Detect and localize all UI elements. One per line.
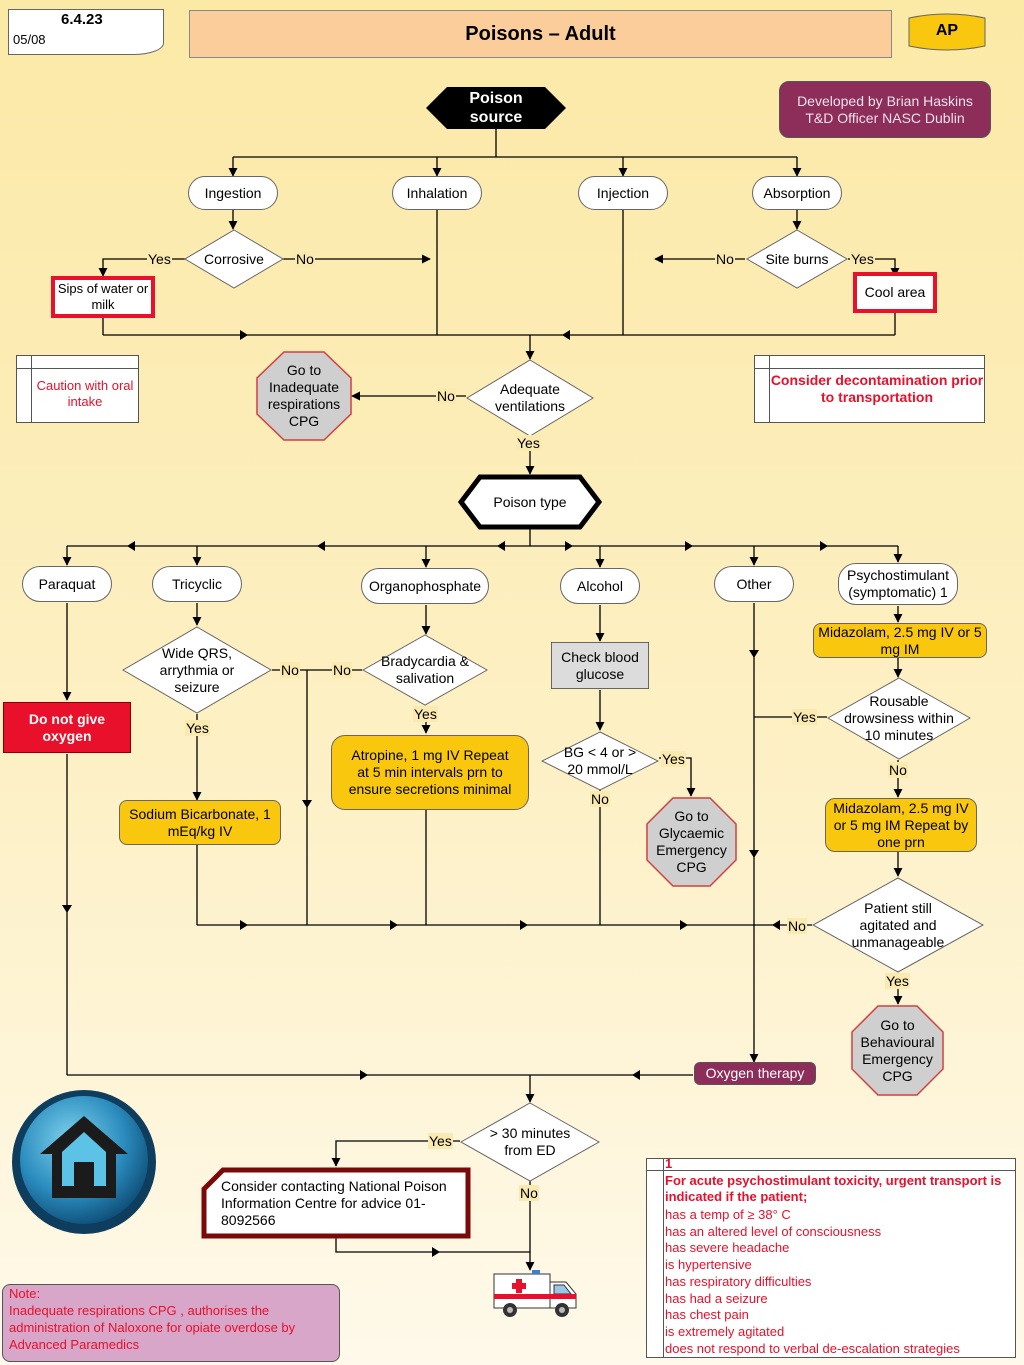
caution-note: Caution with oral intake xyxy=(16,355,139,423)
no-oxygen-warning: Do not give oxygen xyxy=(3,702,131,753)
corrosive-no: No xyxy=(295,251,315,267)
decontam-note: Consider decontamination prior to transp… xyxy=(754,355,985,423)
glycaemic-cpg-label: Go to Glycaemic Emergency CPG xyxy=(656,808,727,875)
doc-code-box: 6.4.23 05/08 xyxy=(8,9,164,55)
inhalation-node: Inhalation xyxy=(392,176,482,210)
rousable-decision: Rousable drowsiness within 10 minutes xyxy=(826,677,972,760)
thirty-minutes-decision: > 30 minutes from ED xyxy=(459,1102,601,1182)
bradycardia-label: Bradycardia & salivation xyxy=(381,653,469,686)
bg-decision-label: BG < 4 or > 20 mmol/L xyxy=(563,744,637,777)
bradycardia-decision: Bradycardia & salivation xyxy=(361,634,489,706)
thirty-no: No xyxy=(519,1185,539,1201)
home-button[interactable] xyxy=(10,1088,158,1240)
sips-box: Sips of water or milk xyxy=(51,276,155,318)
adequate-ventilations-label: Adequate ventilations xyxy=(494,381,566,414)
inadequate-cpg-stop[interactable]: Go to Inadequate respirations CPG xyxy=(256,351,352,441)
poison-type-label: Poison type xyxy=(493,493,567,510)
doc-date: 05/08 xyxy=(13,32,46,47)
check-bg-box: Check blood glucose xyxy=(551,642,649,689)
footnote-item: is hypertensive xyxy=(665,1257,752,1273)
cool-area-box: Cool area xyxy=(853,272,937,313)
rousable-label: Rousable drowsiness within 10 minutes xyxy=(844,693,954,743)
page-title: Poisons – Adult xyxy=(189,10,892,58)
injection-node: Injection xyxy=(578,176,668,210)
oxygen-therapy-box: Oxygen therapy xyxy=(694,1062,816,1085)
corrosive-label: Corrosive xyxy=(204,250,264,267)
behavioural-cpg-label: Go to Behavioural Emergency CPG xyxy=(860,1016,935,1084)
footnote-item: has severe headache xyxy=(665,1240,790,1256)
wide-qrs-label: Wide QRS, arrythmia or seizure xyxy=(159,644,235,695)
poison-centre-box: Consider contacting National Poison Info… xyxy=(201,1167,471,1239)
note-text: Inadequate respirations CPG , authorises… xyxy=(9,1303,296,1352)
poison-centre-text: Consider contacting National Poison Info… xyxy=(221,1178,447,1228)
behavioural-cpg-stop[interactable]: Go to Behavioural Emergency CPG xyxy=(851,1005,944,1096)
footnote-heading: For acute psychostimulant toxicity, urge… xyxy=(665,1173,1002,1204)
wide-qrs-decision: Wide QRS, arrythmia or seizure xyxy=(122,626,272,714)
footnote-item: has an altered level of consciousness xyxy=(665,1223,882,1239)
bg-decision: BG < 4 or > 20 mmol/L xyxy=(540,731,660,791)
wide-qrs-no: No xyxy=(280,662,300,678)
tricyclic-node: Tricyclic xyxy=(152,566,242,602)
footnote-item: is extremely agitated xyxy=(665,1323,785,1339)
sodium-bicarb-box: Sodium Bicarbonate, 1 mEq/kg IV xyxy=(119,800,281,845)
ingestion-node: Ingestion xyxy=(188,176,278,210)
still-agitated-label: Patient still agitated and unmanageable xyxy=(851,899,945,950)
caution-text: Caution with oral intake xyxy=(36,378,134,409)
poison-source-node: Poison source xyxy=(425,86,567,130)
site-burns-yes: Yes xyxy=(850,251,875,267)
credit-box: Developed by Brian Haskins T&D Officer N… xyxy=(779,81,991,138)
doc-code: 6.4.23 xyxy=(61,11,103,28)
thirty-minutes-label: > 30 minutes from ED xyxy=(489,1125,571,1158)
still-agitated-decision: Patient still agitated and unmanageable xyxy=(811,877,985,973)
footnote-item: does not respond to verbal de-escalation… xyxy=(665,1340,960,1356)
adequate-no: No xyxy=(436,388,456,404)
bradycardia-yes: Yes xyxy=(413,706,438,722)
atropine-box: Atropine, 1 mg IV Repeat at 5 min interv… xyxy=(331,735,529,810)
corrosive-yes: Yes xyxy=(147,251,172,267)
footnote-item: has had a seizure xyxy=(665,1290,768,1306)
decontam-text: Consider decontamination prior to transp… xyxy=(770,372,984,405)
ambulance-icon xyxy=(492,1268,580,1320)
psychostimulant-node: Psychostimulant (symptomatic) 1 xyxy=(838,563,958,605)
bradycardia-no: No xyxy=(332,662,352,678)
ap-badge: AP xyxy=(907,12,987,52)
paraquat-node: Paraquat xyxy=(22,566,112,602)
site-burns-decision: Site burns xyxy=(746,229,848,289)
poison-source-label: Poison source xyxy=(469,90,523,126)
other-node: Other xyxy=(714,566,794,602)
rousable-yes: Yes xyxy=(792,709,817,725)
organophosphate-node: Organophosphate xyxy=(361,568,489,604)
wide-qrs-yes: Yes xyxy=(185,720,210,736)
footnote-item: has chest pain xyxy=(665,1307,749,1323)
site-burns-label: Site burns xyxy=(765,250,829,267)
bg-yes: Yes xyxy=(661,751,686,767)
footnote-item: has a temp of ≥ 38° C xyxy=(665,1207,791,1222)
footnote-number: 1 xyxy=(665,1156,673,1171)
ap-badge-label: AP xyxy=(935,22,959,39)
glycaemic-cpg-stop[interactable]: Go to Glycaemic Emergency CPG xyxy=(646,797,737,887)
still-agitated-yes: Yes xyxy=(885,973,910,989)
inadequate-cpg-label: Go to Inadequate respirations CPG xyxy=(267,362,341,429)
absorption-node: Absorption xyxy=(752,176,842,210)
corrosive-decision: Corrosive xyxy=(184,229,284,289)
midazolam-2-box: Midazolam, 2.5 mg IV or 5 mg IM Repeat b… xyxy=(825,798,977,852)
note-title: Note: xyxy=(9,1286,41,1301)
note-box: Note: Inadequate respirations CPG , auth… xyxy=(2,1284,340,1362)
midazolam-1-box: Midazolam, 2.5 mg IV or 5 mg IM xyxy=(813,623,987,658)
thirty-yes: Yes xyxy=(428,1133,453,1149)
site-burns-no: No xyxy=(715,251,735,267)
psychostimulant-footnote: 1 For acute psychostimulant toxicity, ur… xyxy=(646,1156,1016,1358)
adequate-yes: Yes xyxy=(516,435,541,451)
adequate-ventilations-decision: Adequate ventilations xyxy=(466,359,594,437)
poison-type-node: Poison type xyxy=(457,474,603,530)
bg-no: No xyxy=(590,791,610,807)
rousable-no: No xyxy=(888,762,908,778)
still-agitated-no: No xyxy=(787,918,807,934)
footnote-item: has respiratory difficulties xyxy=(665,1273,812,1289)
home-icon xyxy=(12,1090,156,1234)
alcohol-node: Alcohol xyxy=(560,568,640,604)
